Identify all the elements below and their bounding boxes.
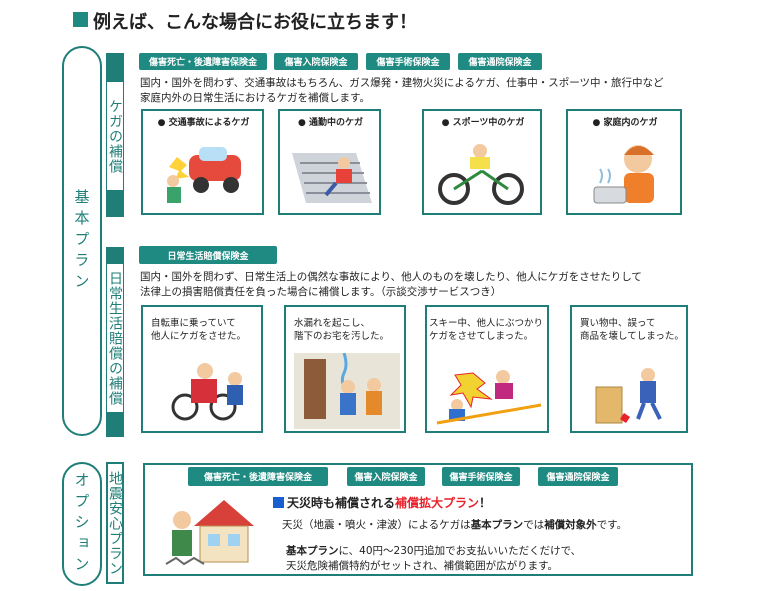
- card-bicycle-line2: 他人にケガをさせた。: [151, 331, 247, 342]
- water-leak-illustration: [294, 353, 400, 429]
- earthquake-house-illustration: [165, 500, 254, 566]
- liability-bar: [106, 247, 124, 263]
- card-commute-title: ● 通勤中のケガ: [298, 118, 363, 128]
- basic-plan-pill: 基本プラン: [62, 46, 102, 436]
- liability-label-box: 日常生活賠償の補償: [106, 263, 124, 413]
- injury-label: ケガの補償: [107, 98, 123, 174]
- injury-bar-bottom: [106, 191, 124, 217]
- earthquake-label: 地震安心プラン: [107, 470, 123, 576]
- injury-desc-line1: 国内・国外を問わず、交通事故はもちろん、ガス爆発・建物火災によるケガ、仕事中・ス…: [140, 77, 664, 89]
- card-commute: ● 通勤中のケガ: [278, 109, 381, 215]
- injury-desc-line2: 家庭内外の日常生活におけるケガを補償します。: [140, 92, 370, 104]
- earthquake-line1: 天災（地震・噴火・津波）によるケガは基本プランでは補償対象外です。: [282, 517, 627, 532]
- shop-breakage-illustration: [595, 368, 662, 424]
- car-accident-illustration: [167, 147, 241, 203]
- card-shopping-line2: 商品を壊してしまった。: [580, 331, 684, 342]
- line1-part-d: 補償対象外: [544, 519, 597, 531]
- line2-part-b: に、40円～230円追加でお支払いいただくだけで、: [338, 545, 582, 557]
- card-home-title: ● 家庭内のケガ: [592, 118, 658, 128]
- line1-part-e: です。: [596, 519, 628, 531]
- line2-part-a: 基本プラン: [286, 545, 339, 557]
- card-water-line2: 階下のお宅を汚した。: [294, 331, 390, 342]
- card-shopping-line1: 買い物中、誤って: [580, 318, 656, 329]
- headline-part-b: 補償拡大プラン: [395, 496, 480, 510]
- card-sports: ● スポーツ中のケガ: [422, 109, 542, 215]
- badge-outpatient: 傷害通院保険金: [458, 53, 542, 70]
- earthquake-headline: 天災時も補償される補償拡大プラン！: [273, 494, 491, 511]
- injury-label-box: ケガの補償: [106, 81, 124, 191]
- badge-death: 傷害死亡・後遺障害保険金: [139, 53, 267, 70]
- card-water-text: 水漏れを起こし、 階下のお宅を汚した。: [294, 317, 398, 343]
- card-bicycle: 自転車に乗っていて 他人にケガをさせた。: [141, 305, 263, 433]
- liability-bar-bottom: [106, 413, 124, 437]
- headline-part-a: 天災時も補償される: [287, 496, 396, 510]
- basic-plan-label: 基本プラン: [72, 188, 91, 294]
- card-home: ● 家庭内のケガ: [566, 109, 682, 215]
- eq-badge-hospital: 傷害入院保険金: [347, 467, 425, 486]
- injury-bar: [106, 53, 124, 81]
- eq-badge-death: 傷害死亡・後遺障害保険金: [188, 467, 328, 486]
- liability-desc-line2: 法律上の損害賠償責任を負った場合に補償します。（示談交渉サービスつき）: [140, 286, 502, 298]
- card-ski-text: スキー中、他人にぶつかり ケガをさせてしまった。: [429, 317, 544, 343]
- page-title: 例えば、こんな場合にお役に立ちます！: [93, 12, 417, 33]
- earthquake-label-box: 地震安心プラン: [106, 462, 124, 584]
- badge-liability: 日常生活賠償保険金: [139, 246, 277, 264]
- card-shopping-text: 買い物中、誤って 商品を壊してしまった。: [580, 317, 684, 343]
- title-marker: [73, 12, 88, 27]
- eq-badge-surgery: 傷害手術保険金: [442, 467, 520, 486]
- card-sports-title: ● スポーツ中のケガ: [441, 118, 525, 128]
- option-label: オプション: [72, 471, 91, 577]
- card-traffic-title: ● 交通事故によるケガ: [157, 118, 250, 128]
- stairs-fall-illustration: [292, 153, 372, 203]
- liability-desc-line1: 国内・国外を問わず、日常生活上の偶然な事故により、他人のものを壊したり、他人にケ…: [140, 271, 642, 283]
- card-bicycle-line1: 自転車に乗っていて: [151, 318, 236, 329]
- card-ski-line2: ケガをさせてしまった。: [429, 331, 534, 342]
- eq-badge-outpatient: 傷害通院保険金: [538, 467, 618, 486]
- liability-label: 日常生活賠償の補償: [107, 270, 123, 406]
- line1-part-a: 天災（地震・噴火・津波）によるケガは: [282, 519, 471, 531]
- bicycle-collision-illustration: [171, 363, 243, 421]
- card-shopping: 買い物中、誤って 商品を壊してしまった。: [570, 305, 688, 433]
- badge-hospital: 傷害入院保険金: [274, 53, 358, 70]
- card-ski-line1: スキー中、他人にぶつかり: [429, 318, 544, 329]
- card-water: 水漏れを起こし、 階下のお宅を汚した。: [284, 305, 406, 433]
- headline-marker: [273, 497, 284, 508]
- card-ski: スキー中、他人にぶつかり ケガをさせてしまった。: [425, 305, 549, 433]
- badge-surgery: 傷害手術保険金: [366, 53, 450, 70]
- bike-fall-illustration: [438, 144, 524, 205]
- line1-part-c: では: [523, 519, 545, 531]
- option-pill: オプション: [62, 462, 102, 586]
- card-traffic: ● 交通事故によるケガ: [141, 109, 264, 215]
- headline-part-c: ！: [479, 496, 492, 510]
- card-bicycle-text: 自転車に乗っていて 他人にケガをさせた。: [151, 317, 255, 343]
- line1-part-b: 基本プラン: [470, 519, 524, 531]
- earthquake-line3: 天災危険補償特約がセットされ、補償範囲が広がります。: [286, 560, 559, 572]
- kitchen-burn-illustration: [593, 145, 654, 204]
- card-water-line1: 水漏れを起こし、: [294, 318, 371, 329]
- earthquake-line2: 基本プランに、40円～230円追加でお支払いいただくだけで、: [286, 543, 581, 558]
- ski-collision-illustration: [436, 370, 542, 425]
